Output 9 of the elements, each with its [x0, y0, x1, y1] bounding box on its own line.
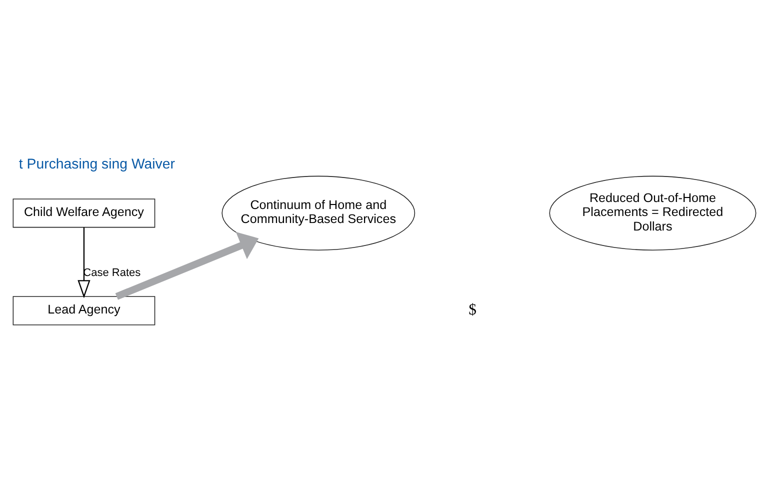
node-box: Child Welfare Agency [12, 198, 156, 228]
node-ellipse: Reduced Out-of-Home Placements = Redirected Dollars [549, 176, 756, 251]
arrow [115, 232, 259, 300]
label: $ [468, 302, 477, 319]
node-ellipse: Continuum of Home and Community-Based Services [222, 176, 416, 251]
node-box: Lead Agency [12, 296, 156, 326]
edge-label: Case Rates [83, 267, 141, 280]
arrow [78, 227, 90, 298]
diagram-title: t Purchasing sing Waiver [18, 156, 175, 173]
